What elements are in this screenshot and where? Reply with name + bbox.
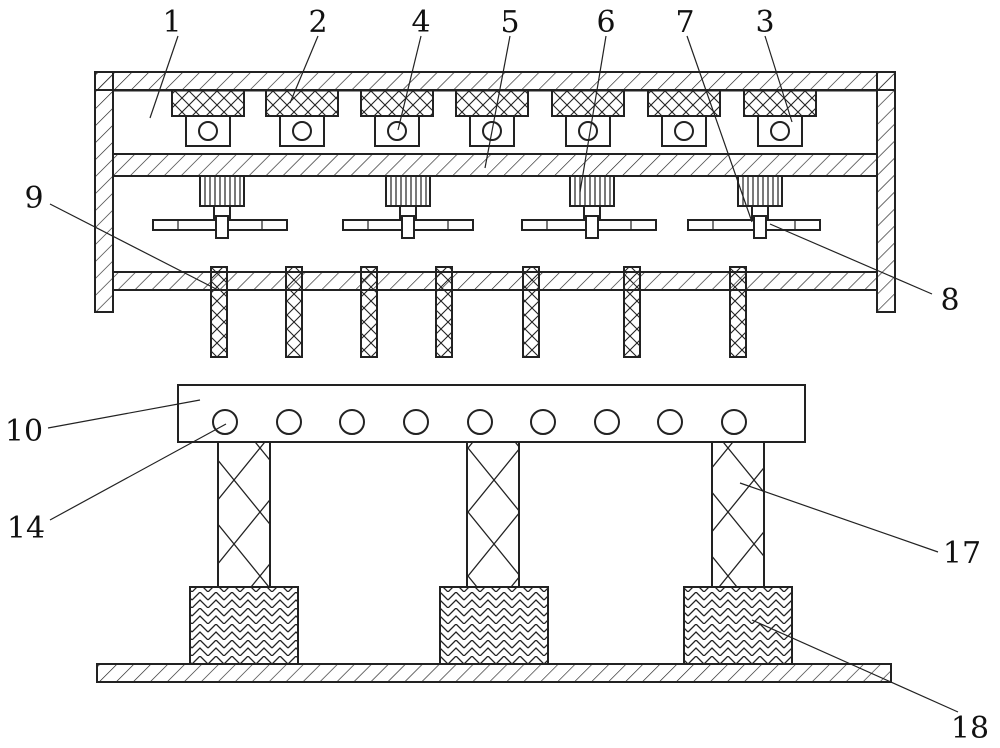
callout-6: 6 (596, 5, 615, 40)
callout-8: 8 (940, 283, 959, 318)
callout-3: 3 (755, 5, 774, 40)
motor-block (743, 89, 817, 147)
callout-4: 4 (411, 5, 430, 40)
motor-blocks (171, 89, 817, 147)
callout-17: 17 (943, 536, 981, 571)
motor-block (455, 89, 529, 147)
support-columns (217, 441, 765, 588)
callout-labels: 1 2 4 5 6 7 3 9 8 10 14 17 18 (5, 5, 989, 746)
motor-block (171, 89, 245, 147)
gear-unit (687, 175, 821, 239)
leader-lines (47, 35, 959, 713)
gear-units (152, 175, 821, 239)
callout-7: 7 (675, 5, 694, 40)
callout-5: 5 (500, 5, 519, 40)
mounting-plate (112, 153, 878, 177)
pressing-rods (210, 266, 747, 358)
base-blocks (189, 586, 793, 665)
motor-block (265, 89, 339, 147)
floor-plate (96, 663, 892, 683)
gear-unit (342, 175, 474, 239)
callout-14: 14 (7, 511, 45, 546)
gear-unit (521, 175, 657, 239)
gear-unit (152, 175, 288, 239)
callout-1: 1 (162, 5, 181, 40)
callout-10: 10 (5, 414, 43, 449)
motor-block (551, 89, 625, 147)
lower-plate (112, 271, 878, 291)
work-table (177, 384, 806, 443)
motor-block (360, 89, 434, 147)
callout-2: 2 (308, 5, 327, 40)
callout-9: 9 (24, 181, 43, 216)
callout-18: 18 (951, 711, 989, 746)
table-holes (212, 409, 747, 435)
